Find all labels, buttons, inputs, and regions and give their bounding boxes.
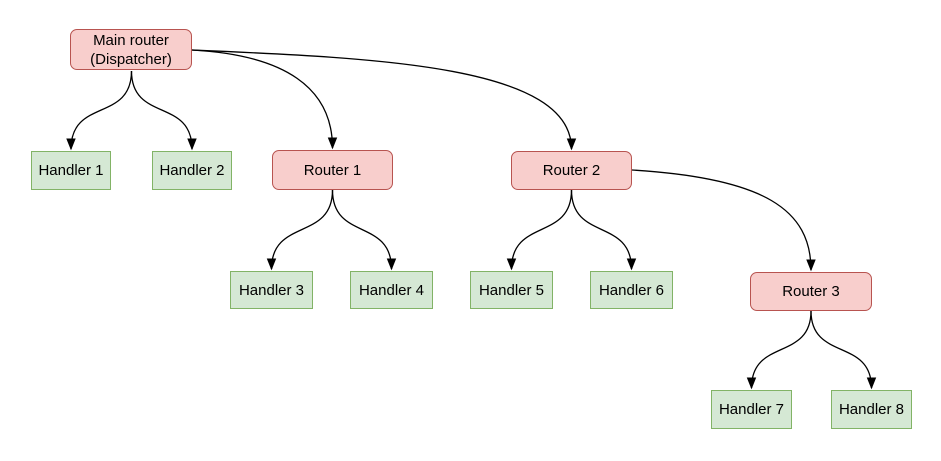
edge-router-1-to-handler-4 (331, 189, 397, 271)
handler-3-label: Handler 3 (238, 281, 305, 299)
node-handler-8: Handler 8 (831, 390, 912, 429)
edge-router-2-to-handler-5 (506, 189, 573, 271)
main-router-label-line1: Main router (93, 31, 169, 49)
node-router-3: Router 3 (750, 272, 872, 311)
edge-main-router-to-router-2 (191, 49, 577, 151)
node-handler-6: Handler 6 (590, 271, 673, 309)
handler-8-label: Handler 8 (838, 401, 905, 418)
node-handler-5: Handler 5 (470, 271, 553, 309)
edge-main-router-to-router-1 (191, 49, 338, 150)
node-handler-4: Handler 4 (350, 271, 433, 309)
handler-6-label: Handler 6 (598, 281, 665, 299)
handler-7-label: Handler 7 (718, 401, 785, 418)
node-router-1: Router 1 (272, 150, 393, 190)
node-handler-2: Handler 2 (152, 151, 232, 190)
edge-main-router-to-handler-1 (66, 70, 133, 151)
handler-1-label: Handler 1 (38, 162, 104, 179)
handler-2-label: Handler 2 (159, 162, 225, 179)
node-router-2: Router 2 (511, 151, 632, 190)
edge-router-3-to-handler-7 (746, 310, 812, 390)
edge-router-1-to-handler-3 (266, 189, 334, 271)
node-handler-7: Handler 7 (711, 390, 792, 429)
handler-4-label: Handler 4 (358, 281, 425, 299)
edge-main-router-to-handler-2 (130, 70, 197, 151)
router-3-label: Router 3 (782, 283, 840, 300)
edge-router-2-to-handler-6 (570, 189, 637, 271)
main-router-label-line2: (Dispatcher) (90, 50, 172, 68)
node-handler-3: Handler 3 (230, 271, 313, 309)
node-handler-1: Handler 1 (31, 151, 111, 190)
node-main-router: Main router (Dispatcher) (70, 29, 192, 70)
router-1-label: Router 1 (303, 161, 362, 179)
edge-router-2-to-router-3 (631, 169, 816, 272)
handler-5-label: Handler 5 (478, 281, 545, 299)
router-2-label: Router 2 (542, 162, 601, 179)
edge-router-3-to-handler-8 (810, 310, 877, 390)
